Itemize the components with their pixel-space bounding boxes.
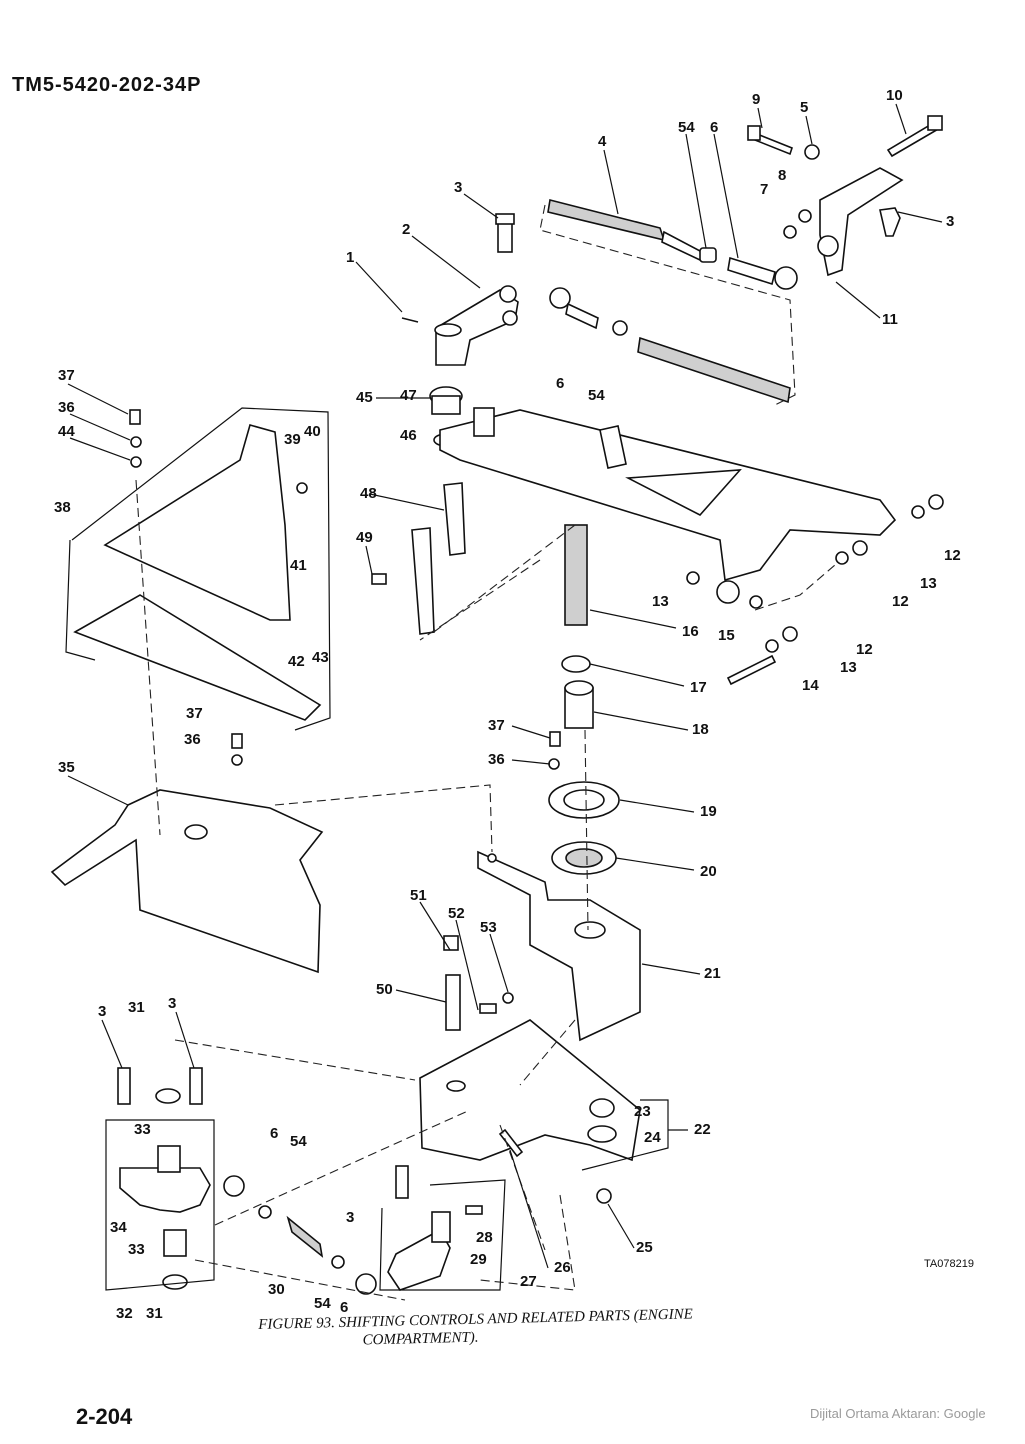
callout: 6 xyxy=(270,1125,278,1142)
dashed-guide-lines xyxy=(135,479,836,1301)
callout: 3 xyxy=(168,995,176,1012)
callout: 50 xyxy=(376,981,393,998)
callout: 4 xyxy=(598,133,607,150)
shifter-bracket xyxy=(477,850,641,1042)
callout: 26 xyxy=(554,1259,571,1276)
callout: 6 xyxy=(556,375,564,392)
callout: 20 xyxy=(700,863,717,880)
callout: 34 xyxy=(110,1219,127,1236)
callout: 21 xyxy=(704,965,721,982)
callout: 1 xyxy=(346,249,354,266)
lower-left-assembly xyxy=(105,1067,377,1295)
callout: 35 xyxy=(58,759,75,776)
callout: 36 xyxy=(184,731,201,748)
callout: 3 xyxy=(98,1003,106,1020)
callout: 27 xyxy=(520,1273,537,1290)
link-rod-assembly xyxy=(539,199,798,406)
callout: 37 xyxy=(186,705,203,722)
callout: 9 xyxy=(752,91,760,108)
lower-shifter-frame xyxy=(419,935,669,1204)
callout: 44 xyxy=(58,423,75,440)
callout: 31 xyxy=(128,999,145,1016)
callout: 18 xyxy=(692,721,709,738)
callout: 37 xyxy=(58,367,75,384)
digitization-credit: Dijital Ortama Aktaran: Google xyxy=(810,1406,986,1421)
callout: 31 xyxy=(146,1305,163,1322)
callout: 13 xyxy=(652,593,669,610)
shift-lever-frame xyxy=(371,386,944,686)
callout: 40 xyxy=(304,423,321,440)
callout: 53 xyxy=(480,919,497,936)
callout: 41 xyxy=(290,557,307,574)
callout: 16 xyxy=(682,623,699,640)
page-number: 2-204 xyxy=(76,1404,133,1429)
callout: 15 xyxy=(718,627,735,644)
callout: 12 xyxy=(856,641,873,658)
callout: 37 xyxy=(488,717,505,734)
callout: 22 xyxy=(694,1121,711,1138)
callout: 12 xyxy=(892,593,909,610)
leader-lines xyxy=(67,103,943,1269)
callout: 48 xyxy=(360,485,377,502)
callout: 38 xyxy=(54,499,71,516)
callout: 14 xyxy=(802,677,819,694)
callout: 28 xyxy=(476,1229,493,1246)
callout: 36 xyxy=(488,751,505,768)
callout-labels: 1 2 3 4 54 6 9 5 10 7 8 3 11 6 54 45 47 … xyxy=(54,87,961,1322)
callout: 46 xyxy=(400,427,417,444)
callout: 17 xyxy=(690,679,707,696)
callout: 43 xyxy=(312,649,329,666)
callout: 2 xyxy=(402,221,410,238)
callout: 30 xyxy=(268,1281,285,1298)
top-right-hardware xyxy=(747,115,943,277)
callout: 47 xyxy=(400,387,417,404)
callout: 6 xyxy=(340,1299,348,1316)
callout: 39 xyxy=(284,431,301,448)
floor-panel xyxy=(50,789,324,974)
callout: 12 xyxy=(944,547,961,564)
callout: 49 xyxy=(356,529,373,546)
callout: 13 xyxy=(840,659,857,676)
callout: 8 xyxy=(778,167,786,184)
mounting-plates xyxy=(65,407,331,766)
callout: 54 xyxy=(290,1133,307,1150)
callout: 19 xyxy=(700,803,717,820)
figure-reference-code: TA078219 xyxy=(924,1258,974,1270)
callout: 11 xyxy=(882,311,898,328)
callout: 13 xyxy=(920,575,937,592)
callout: 54 xyxy=(678,119,695,136)
callout: 33 xyxy=(128,1241,145,1258)
callout: 10 xyxy=(886,87,903,104)
callout: 5 xyxy=(800,99,808,116)
callout: 25 xyxy=(636,1239,653,1256)
lower-bellcrank xyxy=(379,1165,506,1291)
callout: 32 xyxy=(116,1305,133,1322)
callout: 54 xyxy=(314,1295,331,1312)
callout: 3 xyxy=(946,213,954,230)
callout: 51 xyxy=(410,887,427,904)
callout: 23 xyxy=(634,1103,651,1120)
callout: 54 xyxy=(588,387,605,404)
shifter-column-parts xyxy=(548,524,620,875)
callout: 24 xyxy=(644,1129,661,1146)
callout: 6 xyxy=(710,119,718,136)
callout: 52 xyxy=(448,905,465,922)
callout: 42 xyxy=(288,653,305,670)
document-id: TM5-5420-202-34P xyxy=(12,74,202,96)
callout: 3 xyxy=(346,1209,354,1226)
callout: 29 xyxy=(470,1251,487,1268)
callout: 3 xyxy=(454,179,462,196)
callout: 33 xyxy=(134,1121,151,1138)
bellcrank-assembly xyxy=(401,213,791,404)
callout: 7 xyxy=(760,181,768,198)
callout: 45 xyxy=(356,389,373,406)
callout: 36 xyxy=(58,399,75,416)
